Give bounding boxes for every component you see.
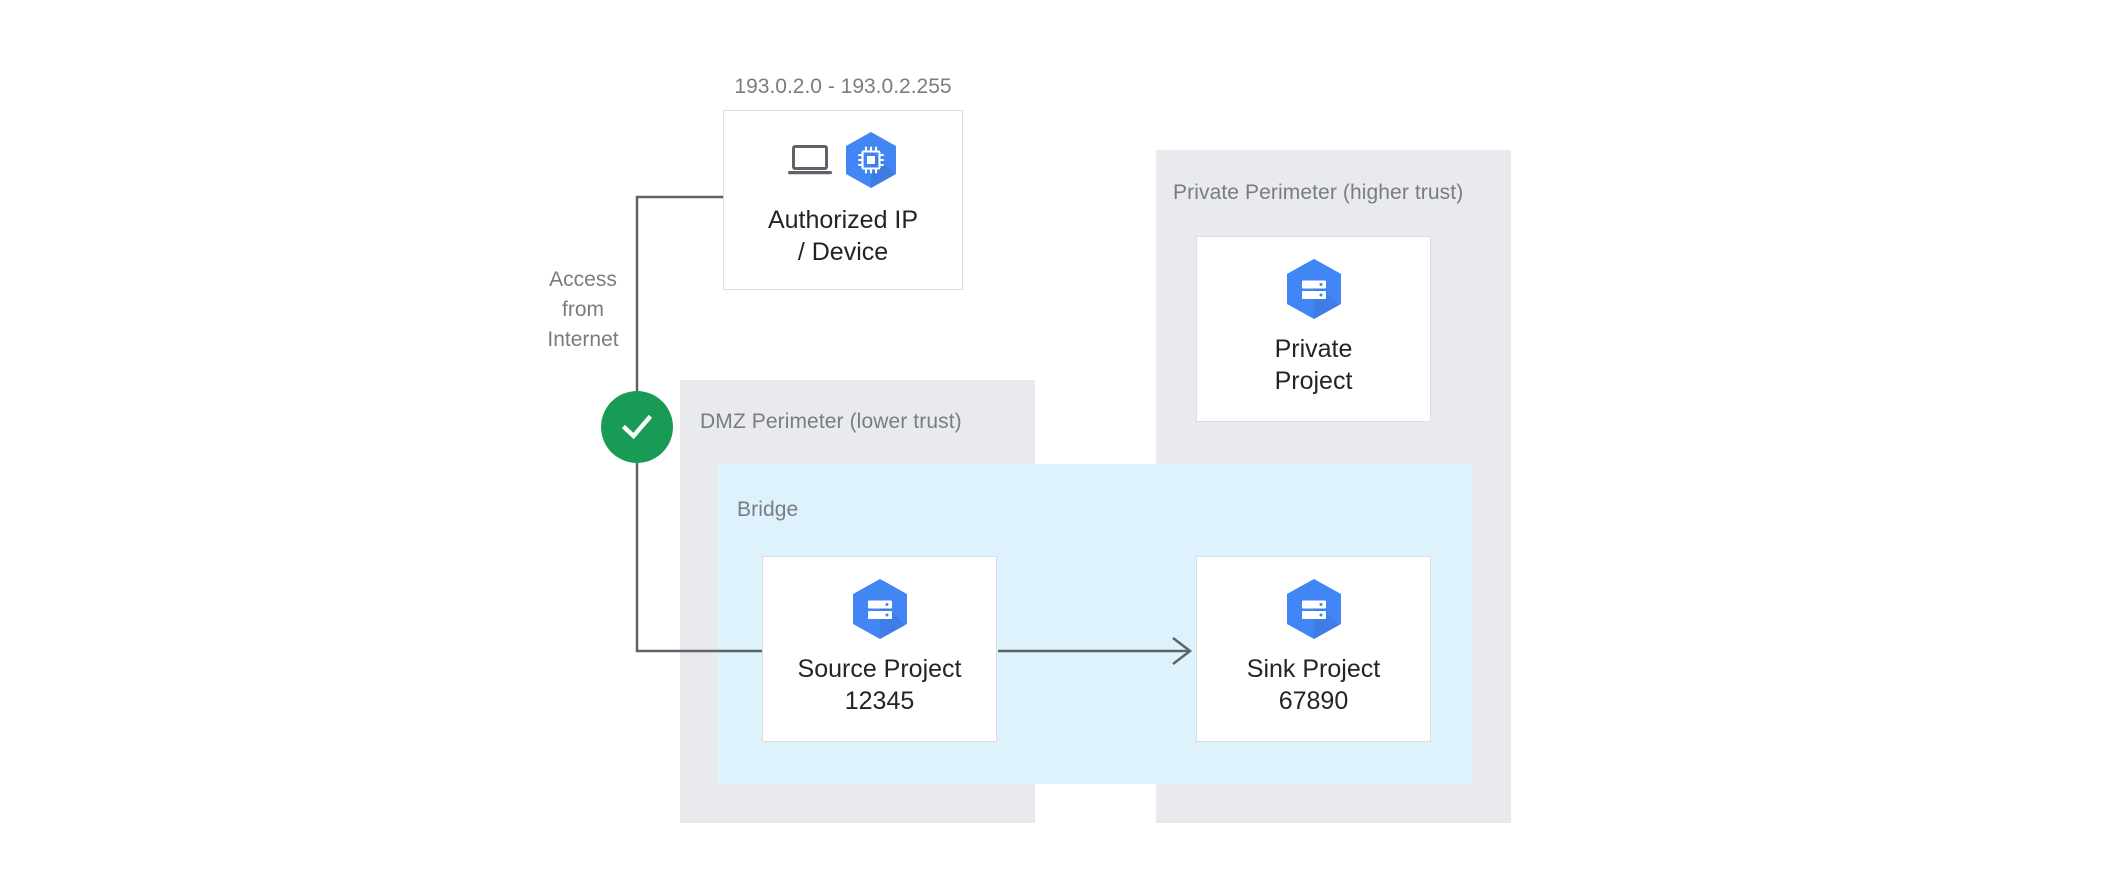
node-authorized-ip-device[interactable]: Authorized IP / Device [723, 110, 963, 290]
project-icon [1285, 258, 1343, 320]
ip-range-caption: 193.0.2.0 - 193.0.2.255 [734, 75, 952, 98]
perimeter-private-label: Private Perimeter (higher trust) [1173, 181, 1464, 204]
project-icon [851, 578, 909, 640]
laptop-icon [788, 143, 832, 177]
node-source-project[interactable]: Source Project 12345 [762, 556, 997, 742]
node-authorized-ip-device-icons [788, 131, 898, 189]
bridge-label: Bridge [737, 498, 799, 521]
status-badge-allowed-check [601, 391, 673, 463]
check-icon [615, 405, 659, 449]
edge-internet-access-label: Access from Internet [547, 268, 619, 351]
node-private-project-label: Private Project [1274, 335, 1353, 395]
node-sink-project-label: Sink Project 67890 [1246, 655, 1381, 715]
node-source-project-icons [851, 578, 909, 640]
project-icon [1285, 578, 1343, 640]
node-sink-project[interactable]: Sink Project 67890 [1196, 556, 1431, 742]
compute-chip-icon [844, 131, 898, 189]
perimeter-dmz-label: DMZ Perimeter (lower trust) [700, 410, 962, 433]
node-private-project-icons [1285, 258, 1343, 320]
node-sink-project-icons [1285, 578, 1343, 640]
node-private-project[interactable]: Private Project [1196, 236, 1431, 422]
node-authorized-ip-device-label: Authorized IP / Device [767, 206, 919, 266]
node-source-project-label: Source Project 12345 [797, 655, 962, 715]
